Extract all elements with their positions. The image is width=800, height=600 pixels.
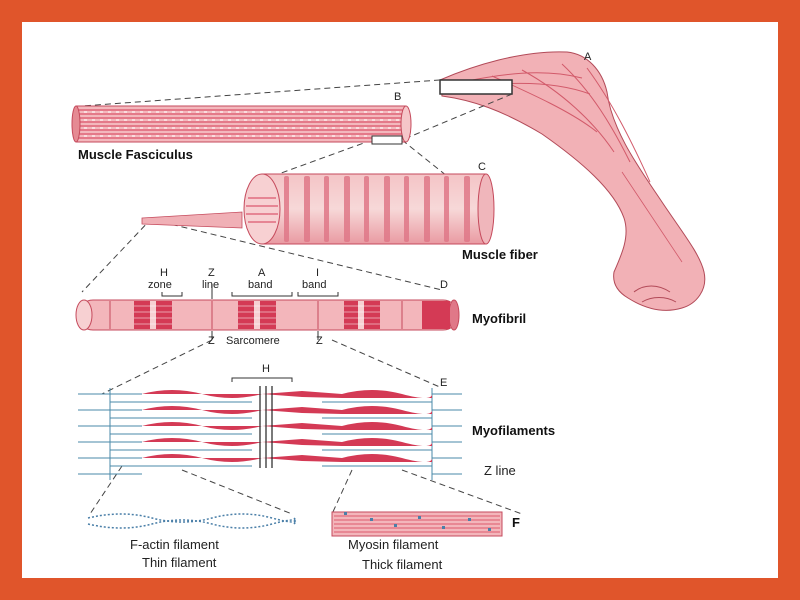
zoom-connectors <box>81 79 523 515</box>
label-a-band-top: A <box>258 267 266 279</box>
label-h-zone-top: H <box>160 267 168 279</box>
label-i-band-top: I <box>316 267 320 279</box>
muscle-structure-diagram <box>71 51 706 537</box>
label-z-line-bottom: line <box>202 279 220 291</box>
label-muscle-fiber: Muscle fiber <box>462 247 538 262</box>
label-i-band-bottom: band <box>302 279 327 291</box>
label-myofilament-h: H <box>262 363 270 375</box>
muscle-fasciculus-illustration <box>71 105 412 145</box>
f-actin-illustration <box>87 513 297 529</box>
letter-a: A <box>584 51 592 63</box>
arm-sample-box <box>439 79 513 95</box>
label-sarcomere: Sarcomere <box>226 335 280 347</box>
label-thin-filament: Thin filament <box>142 555 217 570</box>
label-myofibril: Myofibril <box>472 311 527 326</box>
slide: A B C D E F Muscle Fasciculus Muscle fib… <box>22 22 778 578</box>
letter-b: B <box>394 91 402 103</box>
label-sarcomere-left-z: Z <box>208 335 215 347</box>
myofilaments-illustration <box>78 377 462 480</box>
label-sarcomere-right-z: Z <box>316 335 323 347</box>
label-thick-filament: Thick filament <box>362 557 443 572</box>
label-myofilaments: Myofilaments <box>472 423 556 438</box>
label-z-line-top: Z <box>208 267 215 279</box>
arm-illustration <box>439 51 706 311</box>
letter-e: E <box>440 377 448 389</box>
label-f-actin: F-actin filament <box>130 537 219 552</box>
letter-f: F <box>512 515 520 530</box>
myofibril-illustration <box>75 284 460 340</box>
label-h-zone-bottom: zone <box>148 279 172 291</box>
letter-d: D <box>440 279 448 291</box>
myosin-illustration <box>331 511 503 537</box>
muscle-fiber-illustration <box>141 173 495 245</box>
label-z-line: Z line <box>484 463 516 478</box>
label-muscle-fasciculus: Muscle Fasciculus <box>78 147 193 162</box>
letter-c: C <box>478 161 486 173</box>
label-myosin: Myosin filament <box>348 537 439 552</box>
label-a-band-bottom: band <box>248 279 273 291</box>
